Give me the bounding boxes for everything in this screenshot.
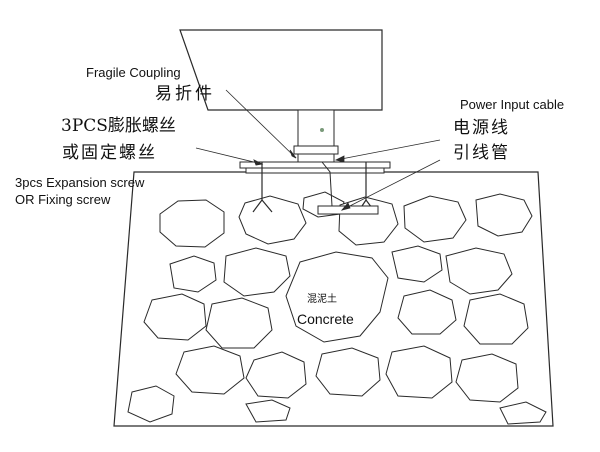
expansion-screw-cn-label: 3PCS膨胀螺丝	[61, 116, 176, 136]
fragile-coupling-cn-label: 易折件	[155, 84, 215, 104]
pole-housing	[179, 29, 383, 111]
power-cable	[321, 161, 333, 207]
power-cable-cn-label: 电源线	[453, 118, 510, 138]
fragile-coupling-en-label: Fragile Coupling	[86, 65, 181, 80]
power-cable-en-label: Power Input cable	[460, 97, 565, 112]
fixing-screw-cn-label: 或固定螺丝	[62, 143, 157, 163]
expansion-screw-en-label: 3pcs Expansion screw	[15, 175, 145, 190]
fixing-screw-en-label: OR Fixing screw	[15, 192, 111, 207]
concrete-en-label: Concrete	[297, 311, 354, 327]
lead-tube-cn-label: 引线管	[453, 143, 510, 163]
leader-lines	[195, 89, 441, 211]
fragile-coupling-body	[293, 109, 339, 163]
base-plate	[239, 161, 391, 174]
concrete-cn-label: 混泥土	[307, 294, 337, 305]
